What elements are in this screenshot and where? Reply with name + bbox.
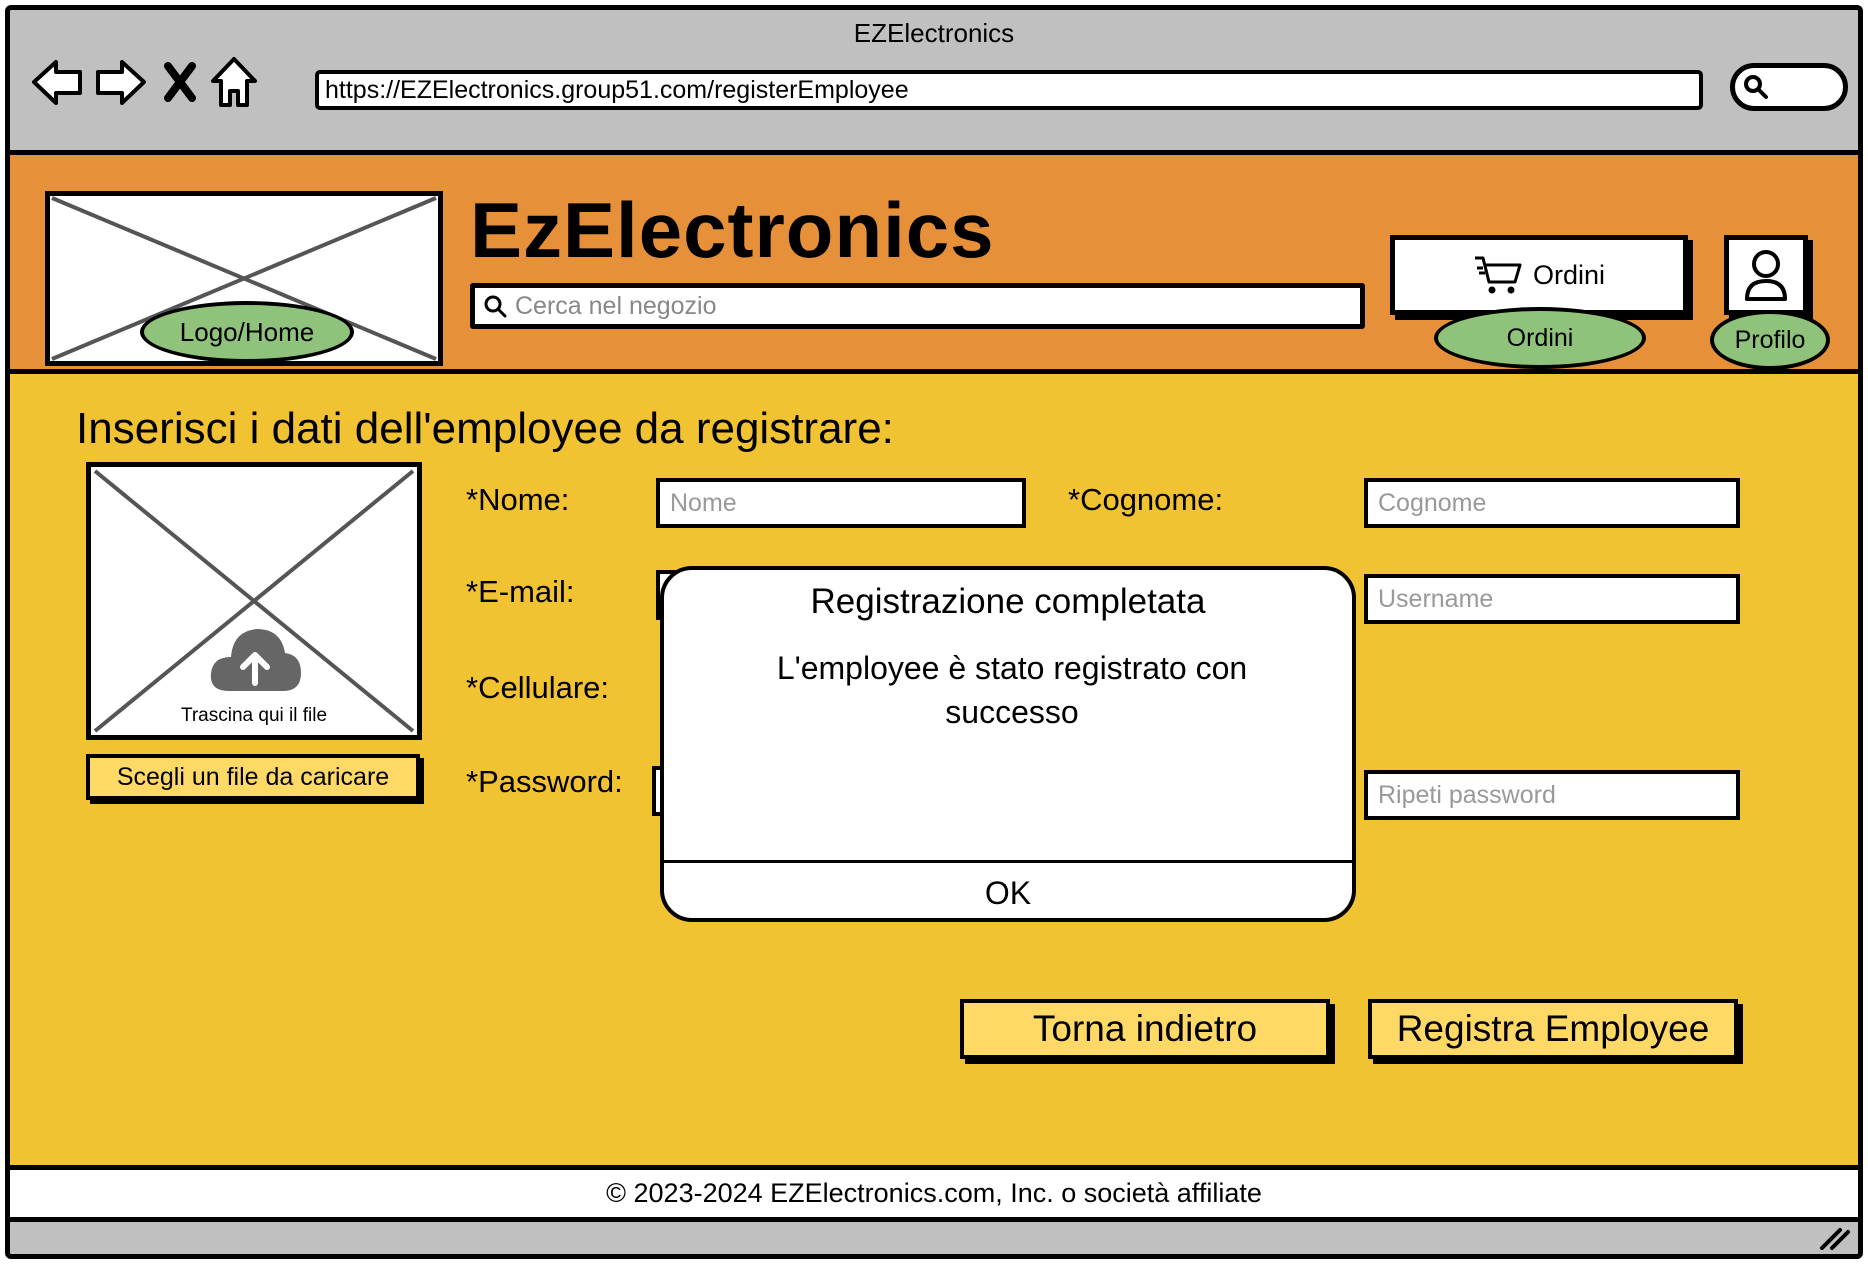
brand-title: EzElectronics (470, 186, 995, 274)
cognome-label: *Cognome: (1068, 482, 1224, 517)
orders-label: Ordini (1532, 259, 1606, 290)
cognome-input[interactable]: Cognome (1364, 478, 1740, 528)
back-button[interactable]: Torna indietro (960, 999, 1330, 1059)
site-header: Logo/Home EzElectronics Cerca nel negozi… (10, 150, 1858, 374)
browser-window: EZElectronics https://EZElectronics.grou… (5, 5, 1863, 1259)
cart-icon (1474, 256, 1522, 294)
file-drop-zone[interactable]: Trascina qui il file (86, 462, 422, 740)
footer: © 2023-2024 EZElectronics.com, Inc. o so… (10, 1170, 1858, 1222)
dialog-title: Registrazione completata (810, 582, 1206, 621)
orders-annotation: Ordini (1434, 307, 1646, 369)
resize-grip-icon[interactable] (1818, 1224, 1850, 1250)
nome-label: *Nome: (466, 482, 570, 517)
arrow-right-icon (96, 60, 146, 105)
search-placeholder: Cerca nel negozio (515, 291, 717, 320)
dialog-message: L'employee è stato registrato con succes… (776, 650, 1248, 730)
image-placeholder-icon (51, 196, 437, 361)
cellulare-label: *Cellulare: (466, 670, 610, 705)
choose-file-button[interactable]: Scegli un file da caricare (86, 754, 420, 800)
home-icon (211, 57, 257, 107)
profile-annotation: Profilo (1710, 310, 1830, 370)
email-label: *E-mail: (466, 574, 575, 609)
ripeti-password-input[interactable]: Ripeti password (1364, 770, 1740, 820)
nome-input[interactable]: Nome (656, 478, 1026, 528)
orders-button[interactable]: Ordini (1390, 235, 1688, 315)
window-title: EZElectronics (853, 18, 1015, 48)
success-dialog: Registrazione completata L'employee è st… (660, 566, 1356, 922)
password-label: *Password: (466, 764, 623, 799)
forward-button[interactable] (90, 50, 150, 114)
store-search-input[interactable]: Cerca nel negozio (470, 283, 1365, 329)
form-title: Inserisci i dati dell'employee da regist… (76, 404, 894, 453)
home-button[interactable] (204, 50, 264, 114)
url-bar[interactable]: https://EZElectronics.group51.com/regist… (315, 70, 1703, 110)
cloud-upload-icon (210, 629, 301, 691)
main-content: Inserisci i dati dell'employee da regist… (10, 374, 1858, 1170)
upload-caption: Trascina qui il file (180, 705, 328, 726)
close-icon (164, 62, 196, 102)
back-button[interactable] (28, 50, 88, 114)
username-input[interactable]: Username (1364, 574, 1740, 624)
stop-button[interactable] (150, 50, 210, 114)
arrow-left-icon (32, 60, 82, 105)
dialog-ok-button[interactable]: OK (984, 874, 1032, 911)
profile-button[interactable] (1724, 235, 1808, 315)
register-employee-button[interactable]: Registra Employee (1368, 999, 1738, 1059)
browser-search-button[interactable] (1730, 63, 1848, 111)
logo-annotation: Logo/Home (140, 301, 354, 363)
dialog-divider (664, 860, 1352, 863)
search-icon (484, 295, 507, 318)
search-icon (1744, 75, 1768, 99)
user-icon (1745, 250, 1787, 301)
image-placeholder-icon (93, 469, 415, 733)
